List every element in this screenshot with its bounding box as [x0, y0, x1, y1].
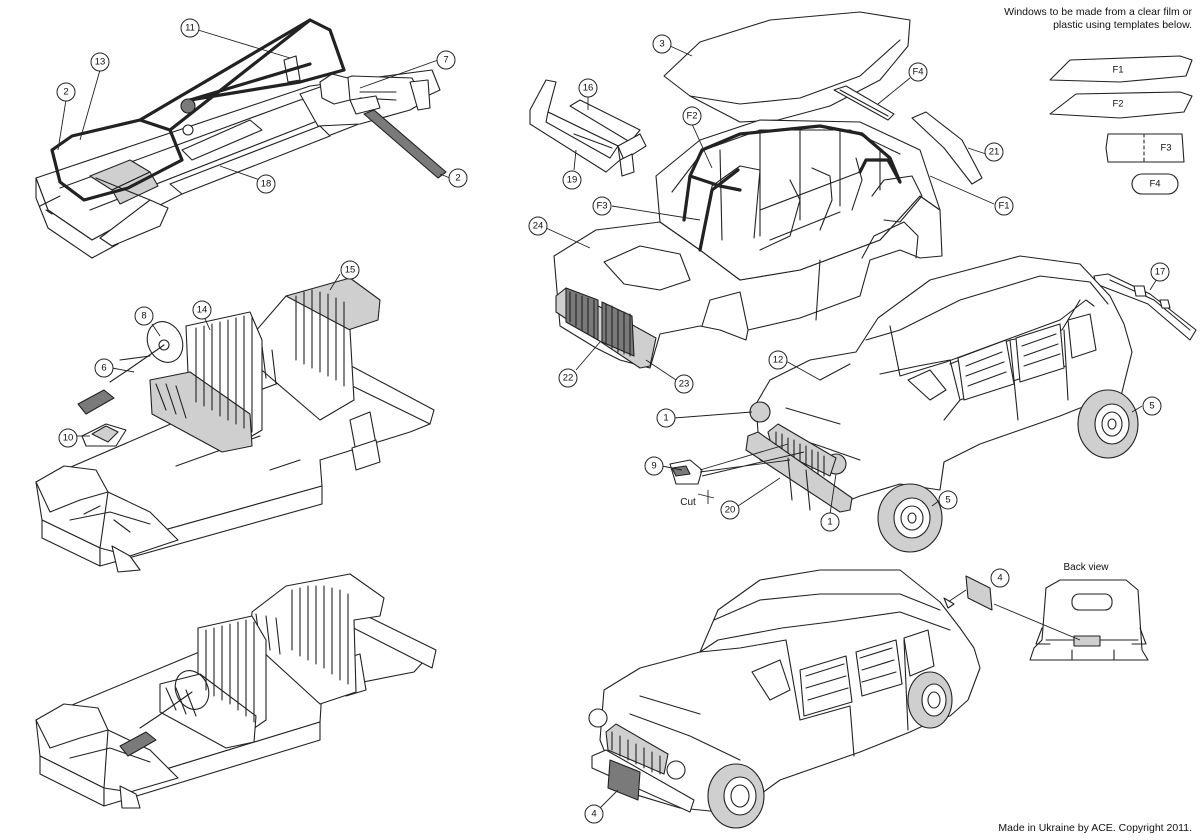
rear-bumper-bar [1093, 273, 1197, 341]
cut-label: Cut [680, 497, 696, 508]
callout: 20 [720, 500, 740, 520]
callout: 11 [180, 18, 200, 38]
back-view [993, 579, 1149, 661]
svg-text:7: 7 [443, 55, 448, 66]
car-body-assembly [669, 255, 1133, 513]
svg-text:14: 14 [197, 305, 208, 316]
template-label-f3: F3 [1160, 143, 1171, 154]
rear-window-bar [833, 85, 895, 121]
callout: 17 [1150, 262, 1170, 282]
callout: 5 [938, 490, 958, 510]
callout: 19 [562, 170, 582, 190]
callouts: 11 13 2 7 2 18 3 16 F2 F4 19 21 F3 F1 24… [56, 18, 1170, 824]
svg-text:12: 12 [773, 355, 784, 366]
rear-wheel [1077, 389, 1139, 459]
svg-text:3: 3 [659, 39, 664, 50]
svg-text:9: 9 [651, 461, 656, 472]
interior-assembled [35, 573, 437, 809]
svg-text:1: 1 [663, 413, 668, 424]
template-label-f2: F2 [1112, 99, 1123, 110]
svg-text:23: 23 [679, 379, 690, 390]
callout: 23 [674, 374, 694, 394]
svg-text:1: 1 [827, 517, 832, 528]
completed-car-rear-wheel [907, 671, 953, 729]
back-view-label: Back view [1063, 562, 1109, 573]
callout: F3 [592, 196, 612, 216]
completed-car-front-wheel [707, 763, 765, 829]
callout: 8 [134, 306, 154, 326]
svg-text:6: 6 [101, 363, 106, 374]
svg-text:F1: F1 [998, 201, 1009, 212]
callout: 1 [656, 408, 676, 428]
window-templates: F1 F2 F3 F4 [1049, 55, 1193, 195]
template-label-f4: F4 [1149, 179, 1160, 190]
license-plate-part [943, 575, 993, 611]
svg-text:4: 4 [591, 809, 596, 820]
callout: F4 [908, 62, 928, 82]
svg-text:18: 18 [261, 179, 272, 190]
copyright-notice: Made in Ukraine by ACE. Copyright 2011. [998, 822, 1192, 834]
callout: 6 [94, 358, 114, 378]
svg-text:5: 5 [1149, 401, 1154, 412]
callout: 10 [58, 428, 78, 448]
callout: 22 [558, 368, 578, 388]
svg-text:F2: F2 [686, 111, 697, 122]
callout: 1 [820, 512, 840, 532]
svg-text:8: 8 [141, 311, 146, 322]
callout: 2 [448, 168, 468, 188]
callout: 4 [990, 568, 1010, 588]
svg-text:10: 10 [63, 433, 74, 444]
front-wheel [877, 483, 943, 553]
svg-text:5: 5 [945, 495, 950, 506]
callout: 3 [652, 34, 672, 54]
svg-text:13: 13 [95, 57, 106, 68]
svg-text:F3: F3 [596, 201, 607, 212]
svg-text:21: 21 [989, 147, 1000, 158]
callout: 7 [436, 50, 456, 70]
front-grille-assembly [555, 287, 657, 369]
svg-text:2: 2 [63, 87, 68, 98]
callout: 2 [56, 82, 76, 102]
callout: F1 [994, 196, 1014, 216]
chassis-frame [35, 18, 447, 259]
callout: 13 [90, 52, 110, 72]
template-label-f1: F1 [1112, 65, 1123, 76]
rear-window-panel [911, 111, 983, 185]
template-f4 [1131, 173, 1179, 195]
svg-text:4: 4 [997, 573, 1002, 584]
svg-text:19: 19 [567, 175, 578, 186]
svg-text:20: 20 [725, 505, 736, 516]
callout: 15 [340, 260, 360, 280]
callout: 21 [984, 142, 1004, 162]
callout: 12 [768, 350, 788, 370]
windows-instruction-note: Windows to be made from a clear film or … [1004, 6, 1192, 31]
interior-floor-with-seats [35, 277, 435, 573]
svg-text:F4: F4 [912, 67, 923, 78]
callout: 4 [584, 804, 604, 824]
template-f1 [1049, 55, 1193, 83]
callout: F2 [682, 106, 702, 126]
callout: 5 [1142, 396, 1162, 416]
svg-text:17: 17 [1155, 267, 1166, 278]
svg-text:15: 15 [345, 265, 356, 276]
callout: 18 [256, 174, 276, 194]
callout: 14 [192, 300, 212, 320]
svg-text:16: 16 [583, 83, 594, 94]
callout: 24 [528, 216, 548, 236]
body-shell [553, 119, 943, 369]
svg-text:11: 11 [185, 23, 195, 34]
visor-part [529, 79, 647, 177]
svg-text:24: 24 [533, 221, 544, 232]
svg-text:22: 22 [563, 373, 574, 384]
callout: 16 [578, 78, 598, 98]
template-f2 [1049, 91, 1193, 119]
template-f3 [1105, 133, 1185, 163]
callout: 9 [644, 456, 664, 476]
callout-leaders [57, 29, 1161, 809]
svg-text:2: 2 [455, 173, 460, 184]
completed-car [588, 569, 981, 813]
